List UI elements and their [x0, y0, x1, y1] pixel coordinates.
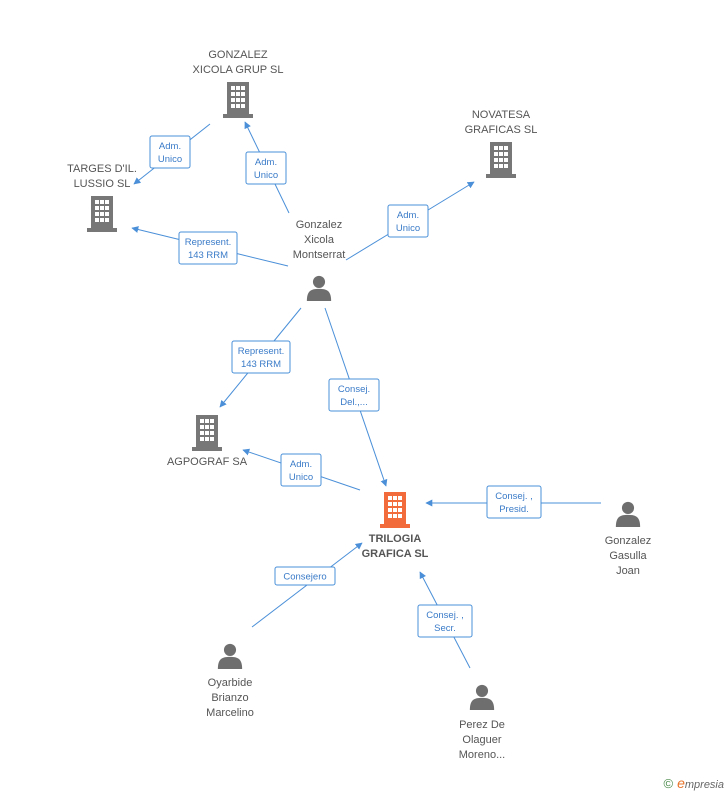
- person-icon: [217, 643, 243, 669]
- edge-label-text: Secr.: [434, 623, 456, 634]
- edge-label-box: [486, 485, 542, 519]
- edge-label-text: Unico: [158, 154, 182, 165]
- edge-label[interactable]: Adm. Unico: [280, 453, 322, 487]
- brand-logo[interactable]: empresia: [677, 775, 724, 791]
- edge-label-text: Consejero: [283, 572, 326, 583]
- edge-label-box: [231, 340, 291, 374]
- edge-label-text: 143 RRM: [188, 250, 228, 261]
- edge-label[interactable]: Consej. Del.,...: [328, 378, 380, 412]
- building-icon: [223, 82, 253, 118]
- node-trilogia[interactable]: TRILOGIA GRAFICA SL: [362, 492, 429, 560]
- edge-label-text: Adm.: [255, 157, 277, 168]
- edge-label-text: Unico: [289, 472, 313, 483]
- edge-label-text: 143 RRM: [241, 359, 281, 370]
- edge-label-box: [387, 204, 429, 238]
- edge-label-text: Consej. ,: [495, 491, 533, 502]
- node-label: Brianzo: [211, 692, 248, 704]
- edge-label-box: [178, 231, 238, 265]
- person-icon: [615, 501, 641, 527]
- edge-label-box: [149, 135, 191, 169]
- edge-label-text: Adm.: [290, 459, 312, 470]
- building-icon: [380, 492, 410, 528]
- node-label: LUSSIO SL: [74, 178, 131, 190]
- edge-label[interactable]: Adm. Unico: [387, 204, 429, 238]
- node-label: Marcelino: [206, 707, 254, 719]
- edge-label[interactable]: Consej. , Secr.: [417, 604, 473, 638]
- edge-label-text: Represent.: [185, 237, 231, 248]
- edge-label-box: [245, 151, 287, 185]
- building-icon: [192, 415, 222, 451]
- node-perez[interactable]: Perez De OlaguerMoreno...: [459, 684, 505, 761]
- node-label: GRAFICAS SL: [465, 124, 538, 136]
- node-label: Xicola: [304, 234, 335, 246]
- building-icon: [87, 196, 117, 232]
- node-gonzalez-xicola-grup[interactable]: GONZALEZ XICOLA GRUP SL: [193, 49, 284, 118]
- edge-label[interactable]: Represent. 143 RRM: [231, 340, 291, 374]
- edge-label-text: Adm.: [159, 141, 181, 152]
- node-label: Olaguer: [462, 734, 501, 746]
- edge-label-box: [280, 453, 322, 487]
- edge-label-box: [328, 378, 380, 412]
- edge-label[interactable]: Represent. 143 RRM: [178, 231, 238, 265]
- node-label: TRILOGIA: [369, 533, 422, 545]
- node-label: TARGES D'IL.: [67, 163, 137, 175]
- edge-label-text: Unico: [254, 170, 278, 181]
- edge-label-box: [417, 604, 473, 638]
- edge-label[interactable]: Consej. , Presid.: [486, 485, 542, 519]
- node-label: Joan: [616, 565, 640, 577]
- edge-label-box: [274, 566, 336, 586]
- edge-label-text: Represent.: [238, 346, 284, 357]
- edge-label-text: Consej.: [338, 384, 370, 395]
- node-label: Gonzalez: [605, 535, 651, 547]
- node-novatesa[interactable]: NOVATESA GRAFICAS SL: [465, 109, 538, 178]
- node-label: Oyarbide: [208, 677, 253, 689]
- node-label: Gonzalez: [296, 219, 342, 231]
- person-icon: [469, 684, 495, 710]
- node-label: Moreno...: [459, 749, 505, 761]
- node-agpograf[interactable]: AGPOGRAF SA: [167, 415, 248, 468]
- edge-label-text: Presid.: [499, 504, 529, 515]
- edge-label-text: Consej. ,: [426, 610, 464, 621]
- node-label: Gasulla: [609, 550, 647, 562]
- edge-label[interactable]: Adm. Unico: [149, 135, 191, 169]
- person-icon: [306, 275, 332, 301]
- footer-brand: © empresia: [663, 775, 724, 791]
- edge-label[interactable]: Adm. Unico: [245, 151, 287, 185]
- node-label: AGPOGRAF SA: [167, 456, 248, 468]
- building-icon: [486, 142, 516, 178]
- node-label: GRAFICA SL: [362, 548, 429, 560]
- node-label: NOVATESA: [472, 109, 531, 121]
- copyright-icon: ©: [663, 775, 674, 791]
- edge-label-text: Unico: [396, 223, 420, 234]
- nodes-layer: GONZALEZ XICOLA GRUP SL NOVATESA GRAFICAS S…: [67, 49, 651, 761]
- node-targes[interactable]: TARGES D'IL. LUSSIO SL: [67, 163, 137, 232]
- node-label: Montserrat: [293, 249, 346, 261]
- edge-label-text: Del.,...: [340, 397, 367, 408]
- node-label: GONZALEZ: [208, 49, 268, 61]
- edge-label-text: Adm.: [397, 210, 419, 221]
- node-label: Perez De: [459, 719, 505, 731]
- node-label: XICOLA GRUP SL: [193, 64, 284, 76]
- edge-label[interactable]: Consejero: [274, 566, 336, 586]
